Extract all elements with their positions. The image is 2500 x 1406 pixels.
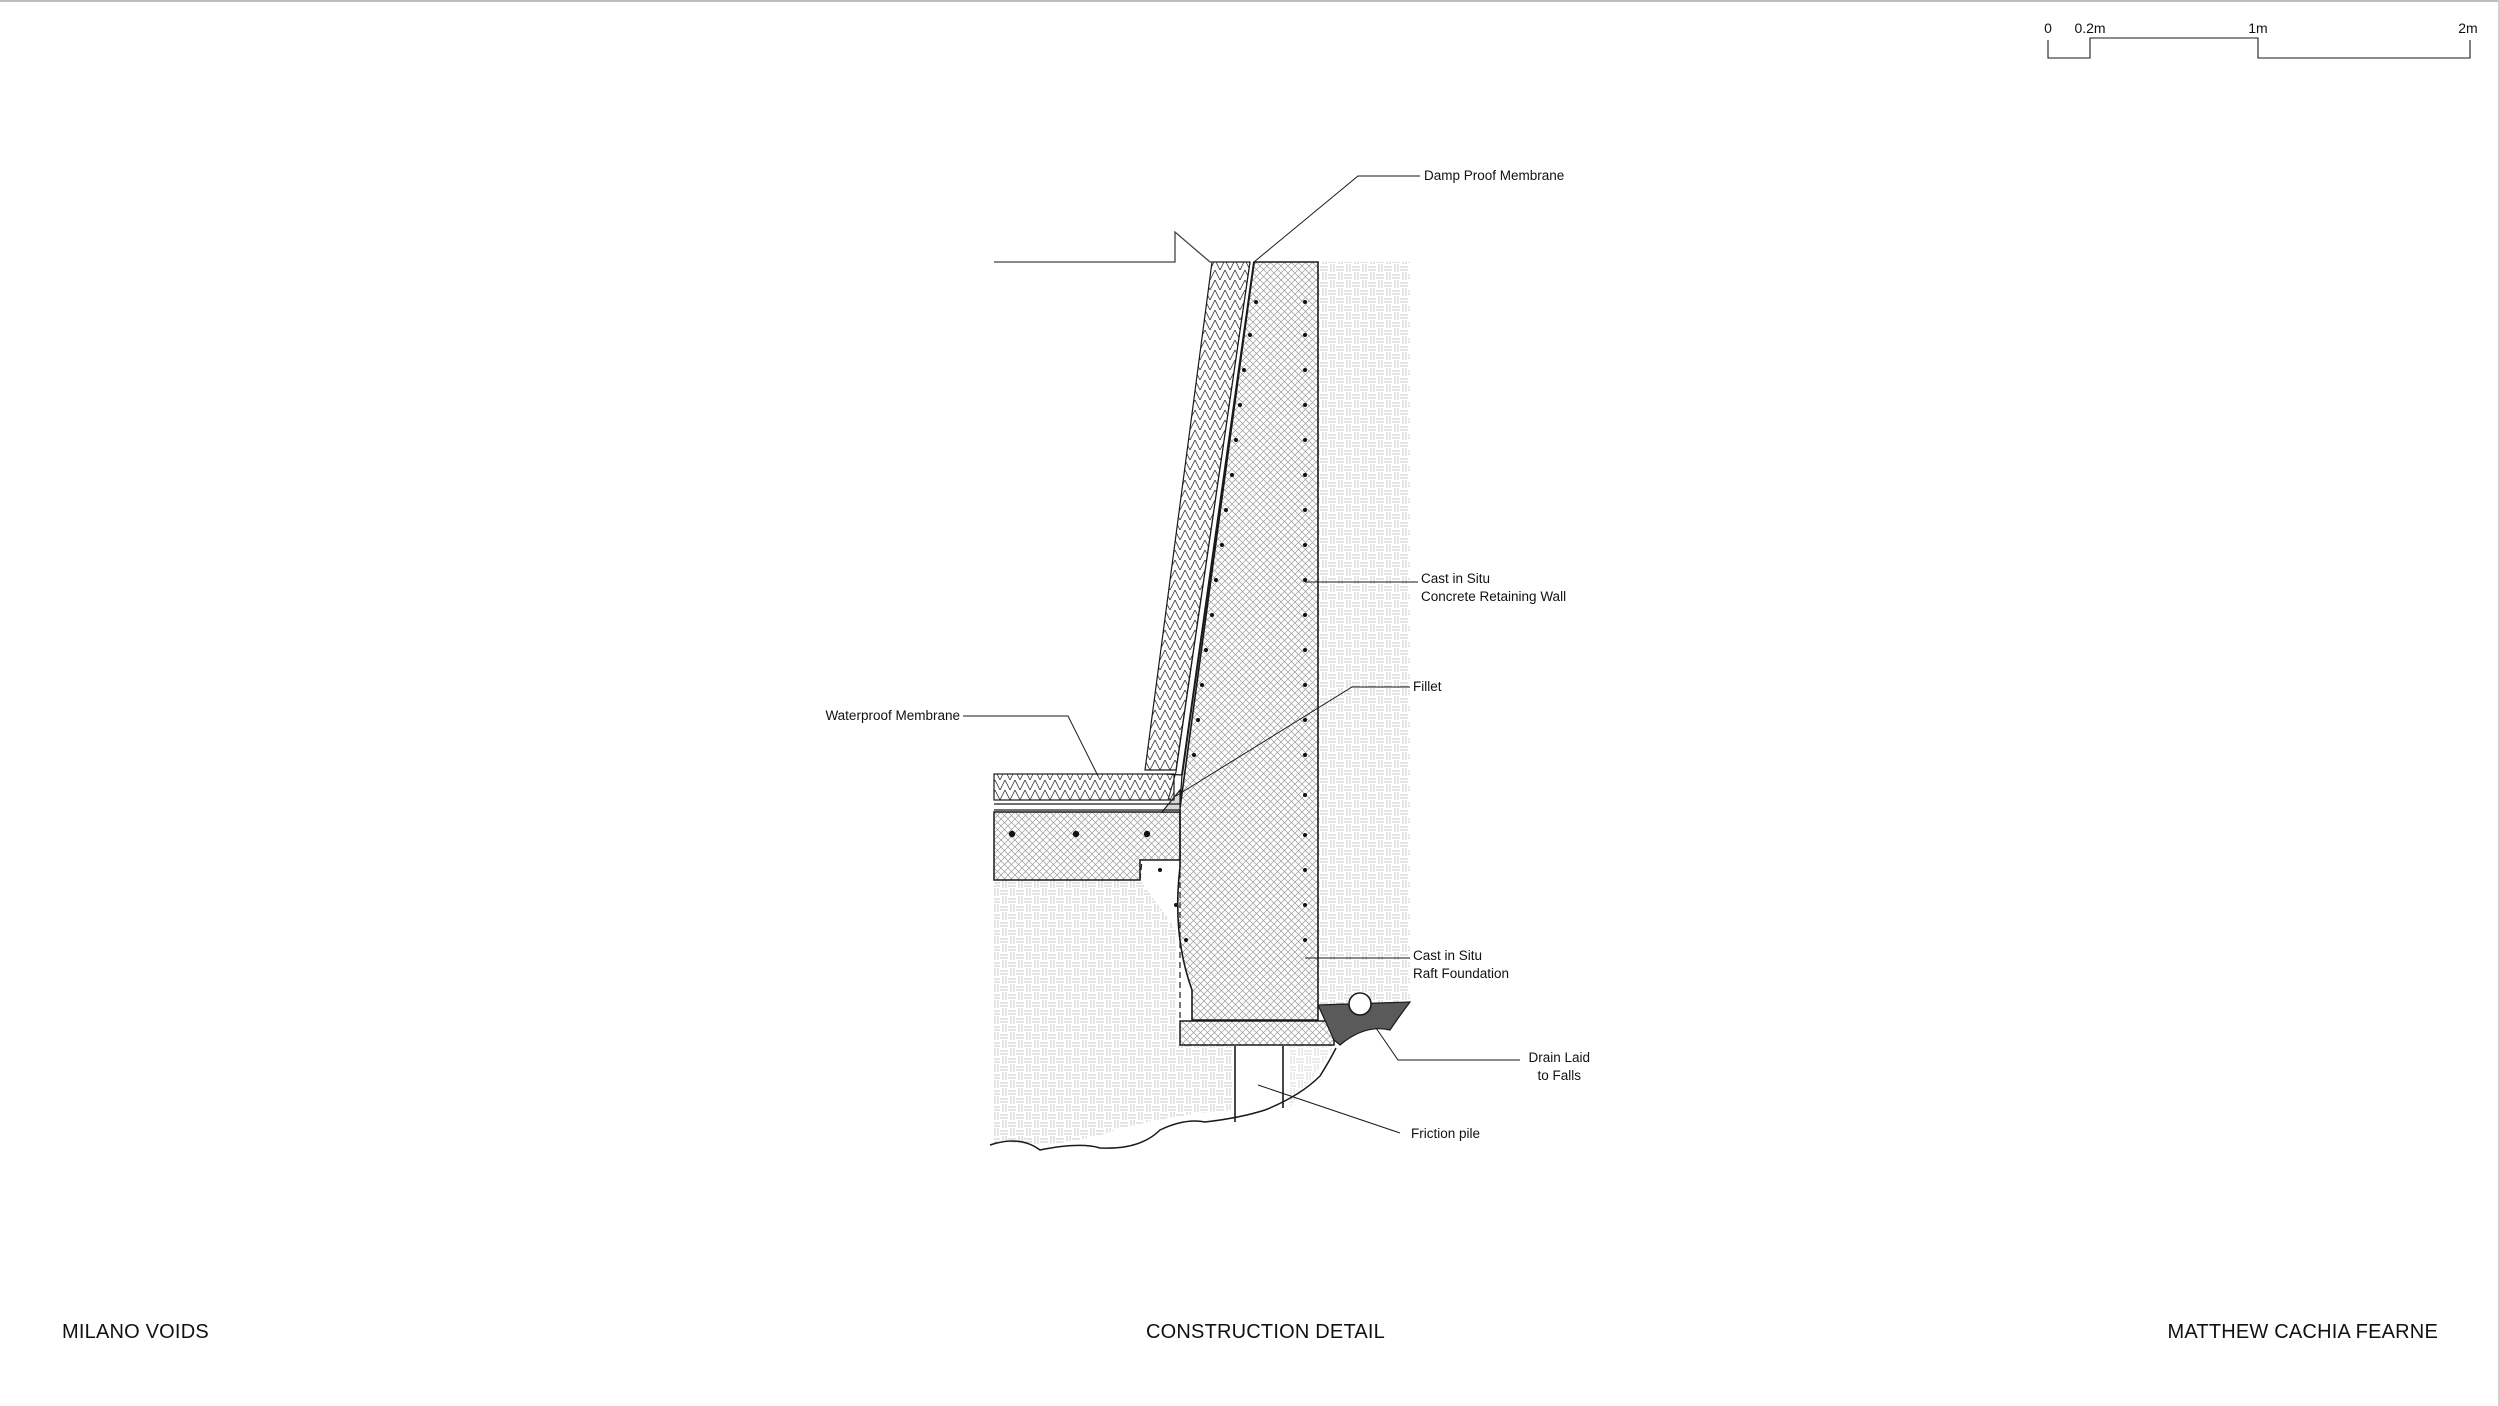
- rock-profile: [989, 1047, 1337, 1151]
- sheet-border-top: [0, 0, 2500, 2]
- excavation-dashed-line: [1139, 812, 1181, 1020]
- sheet-border-right: [2498, 0, 2500, 1406]
- floor-membrane: [994, 803, 1180, 811]
- drain-pipe-icon: [1348, 992, 1372, 1016]
- project-title: MILANO VOIDS: [62, 1321, 209, 1343]
- floor-slab: [993, 811, 1181, 881]
- sheet-title: CONSTRUCTION DETAIL: [1146, 1321, 1385, 1343]
- damp-proof-membrane-line: [1181, 261, 1255, 776]
- label-damp-proof-membrane: Damp Proof Membrane: [1424, 168, 1564, 183]
- drain-gravel: [1317, 1001, 1412, 1046]
- label-drain-line1: Drain Laid: [1528, 1050, 1590, 1065]
- ground-level-line: [994, 230, 1218, 263]
- floor-insulation: [993, 773, 1175, 801]
- label-friction-pile: Friction pile: [1411, 1126, 1480, 1141]
- label-fillet: Fillet: [1413, 679, 1442, 694]
- label-retaining-wall-line1: Cast in Situ: [1421, 571, 1490, 586]
- scale-tick-0-2m: 0.2m: [2074, 20, 2105, 36]
- label-drain-line2: to Falls: [1537, 1068, 1581, 1083]
- rebar-dots: [1008, 300, 1307, 942]
- scale-bar: 0 0.2m 1m 2m: [2044, 20, 2478, 59]
- soil-fill: [994, 262, 1410, 1145]
- raft-blinding: [1179, 1020, 1335, 1046]
- label-retaining-wall-line2: Concrete Retaining Wall: [1421, 589, 1566, 604]
- author-name: MATTHEW CACHIA FEARNE: [2167, 1321, 2438, 1343]
- friction-pile: [1234, 1046, 1284, 1122]
- scale-tick-0: 0: [2044, 20, 2052, 36]
- scale-tick-1m: 1m: [2248, 20, 2267, 36]
- label-waterproof-membrane: Waterproof Membrane: [825, 708, 960, 723]
- retaining-wall: [1176, 261, 1319, 1021]
- label-raft-line1: Cast in Situ: [1413, 948, 1482, 963]
- scale-tick-2m: 2m: [2458, 20, 2477, 36]
- label-raft-line2: Raft Foundation: [1413, 966, 1509, 981]
- leader-lines: [963, 175, 1520, 1134]
- floor-sloped-edge: [1165, 773, 1183, 805]
